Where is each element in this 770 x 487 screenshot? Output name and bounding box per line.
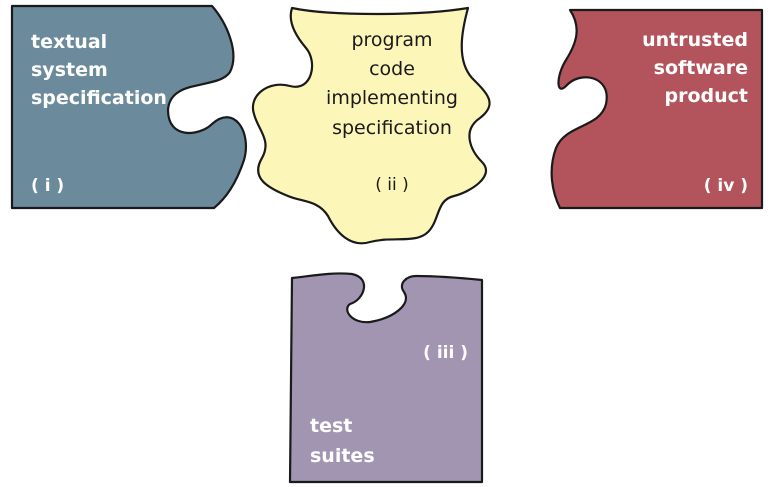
puzzle-piece-product: untrusted software product ( iv ) [550, 8, 764, 210]
puzzle-piece-product-shape [550, 8, 764, 210]
product-label-line-2: software [654, 57, 748, 79]
product-label-line-3: product [665, 85, 749, 107]
tests-label-line-2: suites [310, 445, 375, 467]
spec-label-line-1: textual [31, 31, 107, 53]
code-label-line-4: specification [332, 117, 452, 139]
code-label-line-3: implementing [326, 87, 458, 109]
code-label-line-1: program [351, 29, 432, 51]
spec-label-line-2: system [31, 59, 108, 81]
puzzle-piece-code: program code implementing specification … [251, 6, 491, 245]
spec-label-line-3: specification [31, 87, 167, 109]
tests-label-line-1: test [310, 415, 352, 437]
spec-number-label: ( i ) [31, 176, 64, 196]
product-label-line-1: untrusted [642, 29, 748, 51]
product-number-label: ( iv ) [704, 176, 748, 196]
puzzle-piece-spec-shape [10, 4, 247, 210]
code-label-line-2: code [369, 58, 415, 80]
puzzle-piece-tests-shape [288, 272, 484, 484]
puzzle-piece-spec: textual system specification ( i ) [10, 4, 247, 210]
tests-number-label: ( iii ) [423, 343, 468, 363]
puzzle-piece-code-shape [251, 6, 491, 245]
puzzle-piece-tests: ( iii ) test suites [288, 272, 484, 484]
code-number-label: ( ii ) [375, 175, 409, 195]
